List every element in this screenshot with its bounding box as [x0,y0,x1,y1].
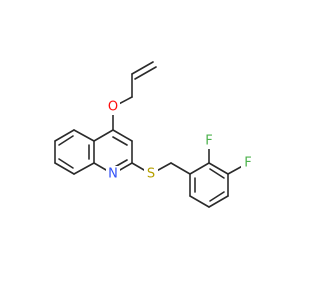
bond-ph-c2-c3-inner [209,168,225,179]
bond-c4a-c4 [93,129,114,142]
atom-fluorine-2-label: F [205,134,212,149]
bond-ph-c2-c3 [208,162,229,175]
bond-vinyl-double [131,61,154,75]
bond-vinyl-double-inner [134,66,157,80]
structure-canvas: O N S F F [54,61,255,208]
bond-ph-c5-c6 [189,195,210,208]
bond-c4-c3 [112,129,133,142]
bond-ch2-c1 [170,162,191,175]
bonds [54,61,249,208]
bond-c5-c6-inner [58,135,74,146]
bond-c4-c3-inner [112,136,128,146]
bond-ph-c4-c5-inner [209,191,225,202]
atom-nitrogen-label: N [108,167,118,182]
bond-c4a-c5 [73,129,95,142]
bond-ph-c1-c2 [189,162,210,175]
atom-sulfur-label: S [147,167,155,182]
bond-c8-c8a [73,162,95,175]
bond-ph-c4-c5 [208,195,229,208]
atom-oxygen-label: O [108,100,118,115]
bond-c7-c8-inner [58,158,74,169]
atom-fluorine-3-label: F [244,156,251,171]
molecule-diagram: O N S F F [54,61,255,208]
bond-c7-c8 [54,162,75,175]
atom-labels: O N S F F [106,99,255,182]
bond-c5-c6 [54,129,75,142]
